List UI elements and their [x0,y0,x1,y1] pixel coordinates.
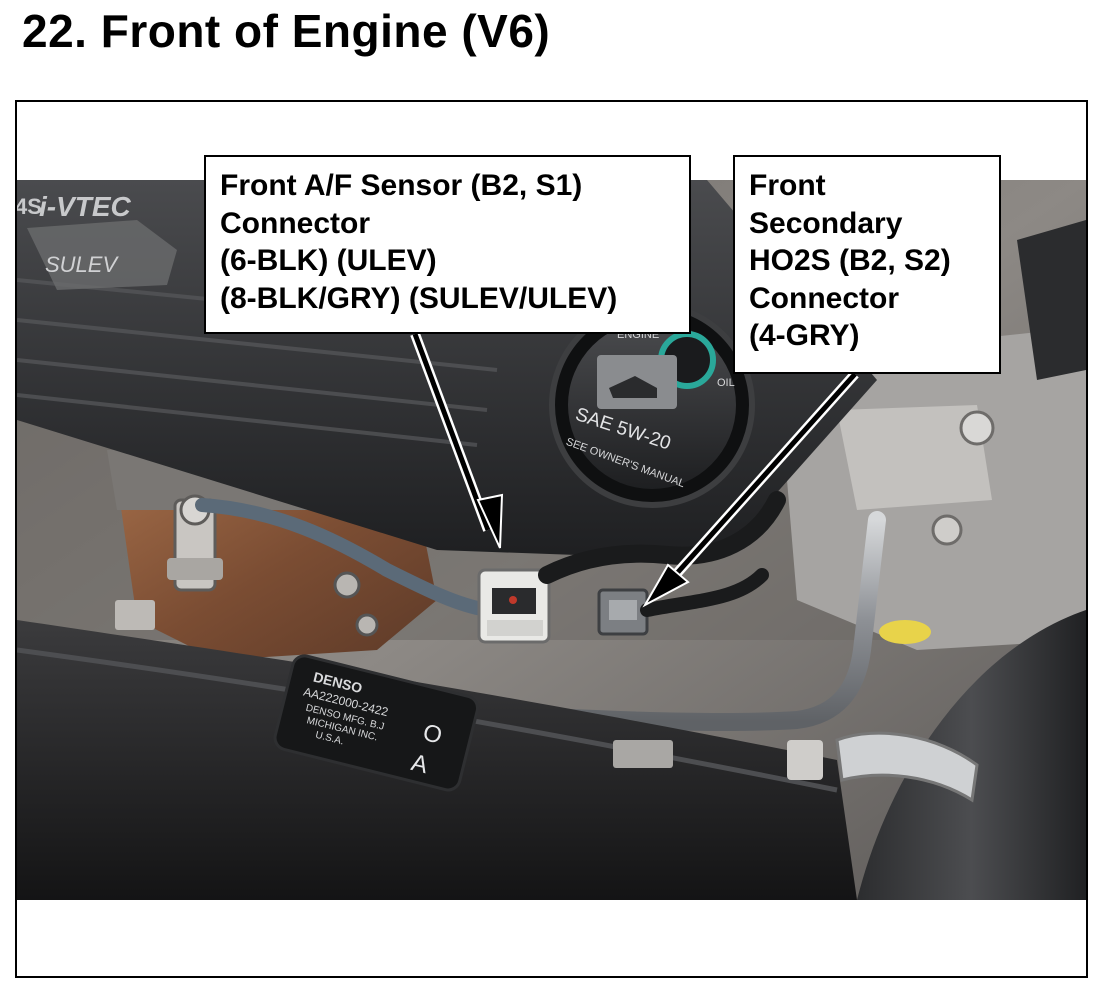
callout-line: Connector [220,206,370,240]
tag-mark-2: A [409,749,431,779]
callout-line: HO2S (B2, S2) [749,244,951,277]
arrow-ho2s [642,370,859,608]
oil-side-label: OIL [717,377,735,389]
cover-prefix: 4S [17,194,42,219]
page-title: 22. Front of Engine (V6) [22,5,551,57]
cover-badge: SULEV [45,252,119,277]
cover-emblem: i-VTEC [39,191,132,222]
callout-line: (6-BLK) (ULEV) [220,244,437,277]
radiator-hose [835,610,1086,900]
callout-line: Front A/F Sensor (B2, S1) [220,169,583,202]
sensor-label-plate: DENSO AA222000-2422 DENSO MFG. B.J MICHI… [273,654,480,792]
callout-ho2s: Front Secondary HO2S (B2, S2) Connector … [733,155,1001,374]
callout-line: Connector [749,281,899,315]
af-sensor-connector [477,568,551,644]
wire-harness [538,491,786,584]
callout-line: Front [749,169,826,202]
callout-line: (8-BLK/GRY) (SULEV/ULEV) [220,281,618,315]
engine-photo: i-VTEC 4S SULEV SAE 5W-20 SEE OWNER'S MA… [17,180,1086,900]
callout-line: (4-GRY) [749,319,860,352]
callout-af-sensor: Front A/F Sensor (B2, S1) Connector (6-B… [204,155,691,334]
callout-line: Secondary [749,206,903,240]
oil-filler-cap: SAE 5W-20 SEE OWNER'S MANUAL ENGINE OIL [549,302,755,508]
sensor-wire [195,498,494,617]
arrow-af-sensor [410,332,504,549]
engine-block-right [777,220,1086,650]
